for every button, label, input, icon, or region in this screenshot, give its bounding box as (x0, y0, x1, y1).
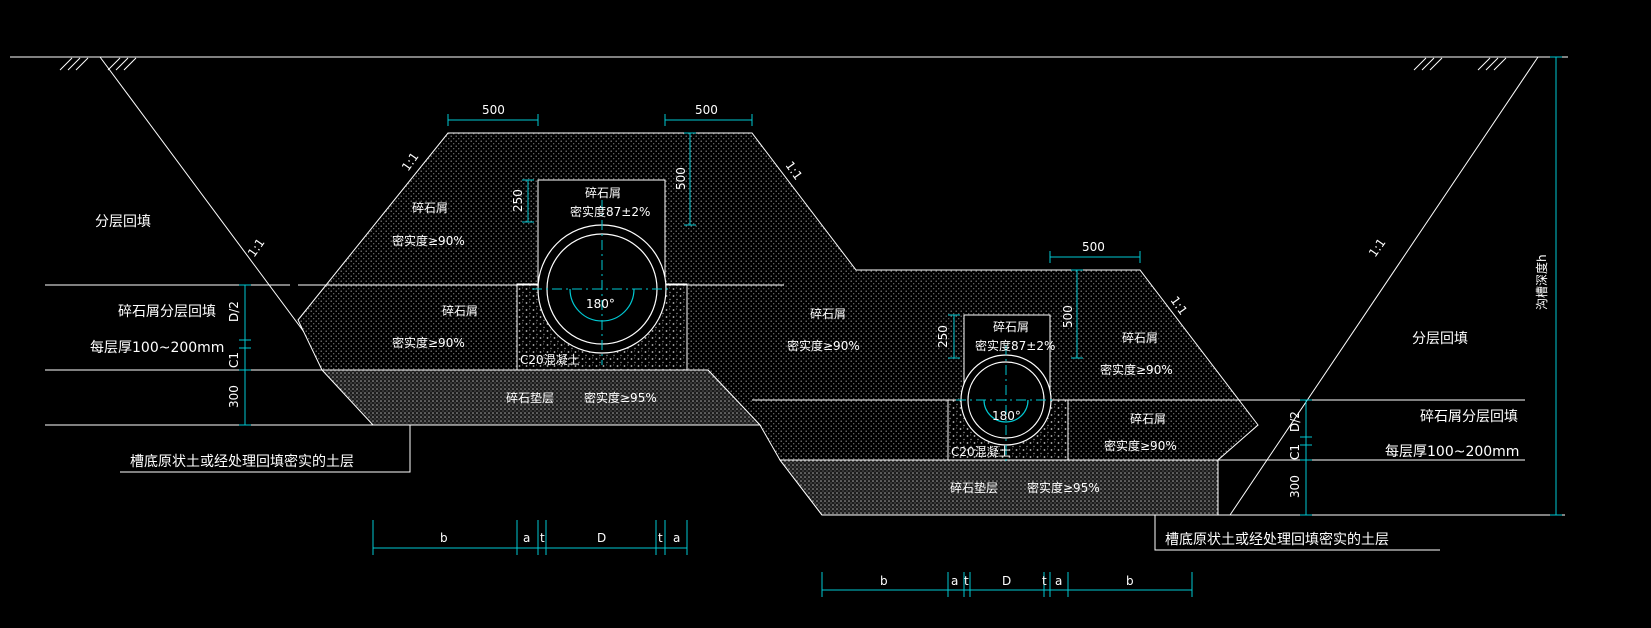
slope-label-right-outer: 1:1 (1366, 236, 1389, 260)
pipe1-cap-material: 碎石屑 (585, 185, 621, 200)
pipe1-mid-material: 碎石屑 (810, 306, 846, 321)
pipe1-bedding-label: 碎石垫层 (506, 390, 554, 405)
svg-text:a: a (523, 531, 530, 545)
pipe1-side-upper-compaction: 密实度≥90% (392, 233, 465, 248)
pipe2-side-upper-material: 碎石屑 (1122, 330, 1158, 345)
right-gravel-backfill-label: 碎石屑分层回填 (1420, 409, 1518, 425)
svg-text:t: t (1042, 574, 1047, 588)
svg-text:a: a (673, 531, 680, 545)
right-layer-thickness-label: 每层厚100~200mm (1385, 444, 1519, 460)
pipe1-support-angle: 180° (586, 297, 615, 311)
ground-hatch-right (1413, 57, 1507, 71)
right-dim-half-d: D/2 (1288, 411, 1302, 432)
pipe1-cap-compaction: 密实度87±2% (570, 204, 650, 219)
svg-text:b: b (1126, 574, 1134, 588)
svg-text:D: D (1002, 574, 1011, 588)
svg-text:b: b (880, 574, 888, 588)
left-base-note: 槽底原状土或经处理回填密实的土层 (130, 453, 354, 470)
pipe2-concrete-label: C20混凝土 (951, 444, 1011, 459)
left-dim-300: 300 (227, 385, 241, 408)
pipe2-height-above: 500 (1061, 305, 1075, 328)
left-backfill-label: 分层回填 (95, 214, 151, 230)
slope-label-left-inner: 1:1 (245, 236, 268, 260)
right-base-note: 槽底原状土或经处理回填密实的土层 (1165, 531, 1389, 548)
pipe1-top-width-right: 500 (695, 103, 718, 117)
svg-text:b: b (440, 531, 448, 545)
svg-text:t: t (964, 574, 969, 588)
pipe2-bedding-label: 碎石垫层 (950, 480, 998, 495)
svg-text:a: a (1055, 574, 1062, 588)
svg-text:D: D (597, 531, 606, 545)
left-dim-c1: C1 (227, 352, 241, 368)
right-base-leader (1154, 515, 1440, 551)
trench-depth-label: 沟槽深度h (1534, 254, 1549, 310)
pipe2-cap-material: 碎石屑 (993, 319, 1029, 334)
pipe1-height-above: 500 (674, 167, 688, 190)
pipe2-side-upper-compaction: 密实度≥90% (1100, 362, 1173, 377)
pipe2-bottom-dims: b a t D t a b (880, 574, 1134, 588)
pipe2-support-angle: 180° (992, 409, 1021, 423)
pipe1-side-upper-material: 碎石屑 (412, 200, 448, 215)
svg-text:a: a (951, 574, 958, 588)
pipe1-concrete-label: C20混凝土 (520, 352, 580, 367)
bedding-right (778, 459, 1219, 516)
pipe1-mid-compaction: 密实度≥90% (787, 338, 860, 353)
pipe2-side-lower-compaction: 密实度≥90% (1104, 438, 1177, 453)
svg-text:t: t (540, 531, 545, 545)
right-dim-c1: C1 (1288, 444, 1302, 460)
pipe2-side-lower-material: 碎石屑 (1130, 411, 1166, 426)
svg-text:t: t (658, 531, 663, 545)
gravel-fill-region (297, 132, 1259, 516)
pipe2-bedding-compaction: 密实度≥95% (1027, 480, 1100, 495)
left-gravel-backfill-label: 碎石屑分层回填 (118, 304, 216, 320)
left-layer-thickness-label: 每层厚100~200mm (90, 340, 224, 356)
left-dim-half-d: D/2 (227, 301, 241, 322)
right-dim-300: 300 (1288, 475, 1302, 498)
dimension-lines (239, 56, 1562, 597)
trench-wall-right (1229, 56, 1539, 516)
pipe1-side-lower-compaction: 密实度≥90% (392, 335, 465, 350)
right-backfill-label: 分层回填 (1412, 331, 1468, 347)
pipe2-cap-compaction: 密实度87±2% (975, 338, 1055, 353)
pipe2-top-width: 500 (1082, 240, 1105, 254)
pipe2-cap-height: 250 (936, 325, 950, 348)
pipe1-cap-height: 250 (511, 189, 525, 212)
pipe1-bedding-compaction: 密实度≥95% (584, 390, 657, 405)
pipe1-bottom-dims: b a t D t a (440, 531, 680, 545)
ground-hatch-left (59, 57, 137, 71)
pipe1-top-width-left: 500 (482, 103, 505, 117)
left-base-leader (120, 425, 411, 473)
pipe1-side-lower-material: 碎石屑 (442, 303, 478, 318)
